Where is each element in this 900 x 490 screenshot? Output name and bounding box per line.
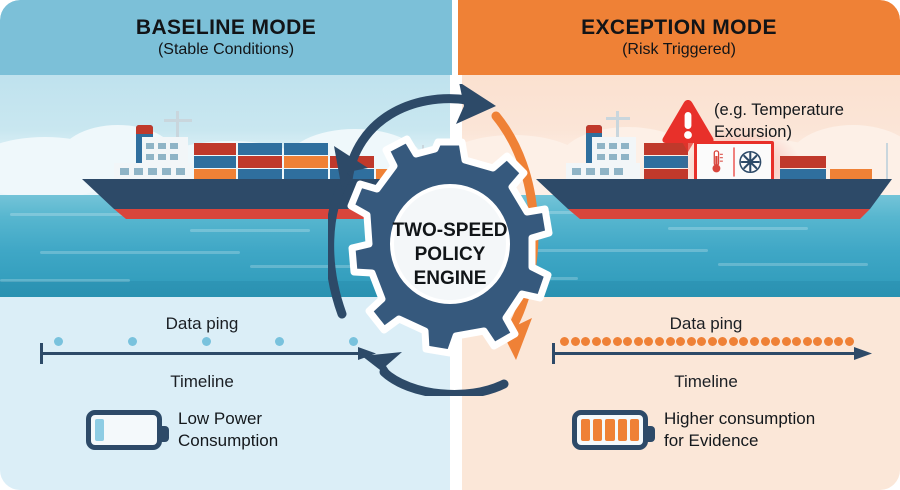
- warning-triangle-icon: [662, 100, 714, 152]
- battery-icon-low: [86, 410, 169, 451]
- exception-scene: [458, 75, 900, 297]
- ping-dot: [633, 337, 643, 346]
- ping-dot: [560, 337, 569, 346]
- ping-dot: [591, 337, 601, 346]
- ping-dot: [54, 337, 63, 346]
- ping-dot: [275, 337, 285, 346]
- ping-dot: [771, 337, 781, 346]
- ping-dot: [823, 337, 833, 346]
- ping-dot: [570, 337, 580, 346]
- baseline-mode-title: BASELINE MODE: [135, 15, 317, 39]
- ping-dot: [802, 337, 812, 346]
- reefer-container: [694, 141, 774, 183]
- ping-dot: [813, 337, 823, 346]
- ping-dot: [127, 337, 137, 346]
- battery-cell: [605, 419, 615, 442]
- ping-dot: [781, 337, 791, 346]
- ping-dot: [623, 337, 633, 346]
- baseline-mode-header: BASELINE MODE (Stable Conditions): [0, 0, 452, 75]
- timeline-arrowhead: [358, 347, 376, 360]
- ping-dot: [834, 337, 844, 346]
- ping-dot: [602, 337, 612, 346]
- power-label-line2: for Evidence: [664, 431, 759, 451]
- power-label-line1: Higher consumption: [664, 409, 816, 428]
- ping-dot: [612, 337, 622, 346]
- timeline-axis: [40, 352, 364, 355]
- baseline-power-row: Low Power Consumption: [86, 408, 278, 452]
- ping-dot: [718, 337, 728, 346]
- ping-dot: [760, 337, 770, 346]
- ping-dot: [349, 337, 358, 346]
- ping-dot: [581, 337, 591, 346]
- exception-timeline-label: Timeline: [674, 372, 738, 391]
- baseline-data-ping-label: Data ping: [165, 314, 239, 333]
- container-ship-left: [80, 111, 438, 219]
- battery-icon-full: [572, 410, 655, 451]
- ping-dot: [750, 337, 759, 346]
- timeline-axis: [552, 352, 860, 355]
- power-label-line1: Low Power: [178, 409, 263, 428]
- flow-arrow-in-left: [328, 146, 368, 319]
- baseline-mode-subtitle: (Stable Conditions): [157, 41, 295, 59]
- warning-caption-line1: (e.g. Temperature: [714, 101, 844, 119]
- ping-dot: [697, 337, 707, 346]
- engine-label-line3: ENGINE: [414, 268, 487, 289]
- ping-dot: [845, 337, 854, 346]
- exception-mode-header: EXCEPTION MODE (Risk Triggered): [458, 0, 900, 75]
- exception-mode-panel: EXCEPTION MODE (Risk Triggered): [458, 0, 900, 490]
- battery-cell: [581, 419, 591, 442]
- exception-mode-subtitle: (Risk Triggered): [622, 41, 736, 59]
- exception-power-row: Higher consumption for Evidence: [572, 408, 815, 452]
- baseline-power-label: Low Power Consumption: [178, 408, 278, 452]
- exception-mode-title: EXCEPTION MODE: [581, 15, 777, 39]
- ping-dot: [686, 337, 696, 346]
- ping-dot: [707, 337, 717, 346]
- engine-label-line2: POLICY: [415, 244, 486, 265]
- gear-icon: [347, 135, 553, 357]
- battery-cell: [629, 419, 640, 442]
- battery-cell: [617, 419, 627, 442]
- ping-dot: [676, 337, 686, 346]
- two-speed-policy-engine: TWO-SPEED POLICY ENGINE: [328, 84, 553, 396]
- ping-dot: [201, 337, 211, 346]
- timeline-arrowhead: [854, 347, 872, 360]
- power-label-line2: Consumption: [178, 431, 279, 451]
- ping-dot: [739, 337, 749, 346]
- ping-dot: [792, 337, 802, 346]
- ping-dot: [644, 337, 654, 346]
- ping-dot: [728, 337, 738, 346]
- warning-caption: (e.g. Temperature Excursion): [714, 100, 889, 144]
- ping-dot: [655, 337, 664, 346]
- engine-label-line1: TWO-SPEED: [392, 220, 507, 241]
- exception-power-label: Higher consumption for Evidence: [664, 408, 815, 452]
- battery-cell: [95, 419, 104, 442]
- ping-dot: [665, 337, 675, 346]
- baseline-timeline-label: Timeline: [170, 372, 234, 391]
- exception-data-ping-label: Data ping: [669, 314, 743, 333]
- flow-arrow-in-bottom: [362, 352, 509, 396]
- warning-caption-line2: Excursion): [714, 122, 792, 141]
- panel-divider-top: [452, 0, 458, 75]
- battery-cell: [593, 419, 603, 442]
